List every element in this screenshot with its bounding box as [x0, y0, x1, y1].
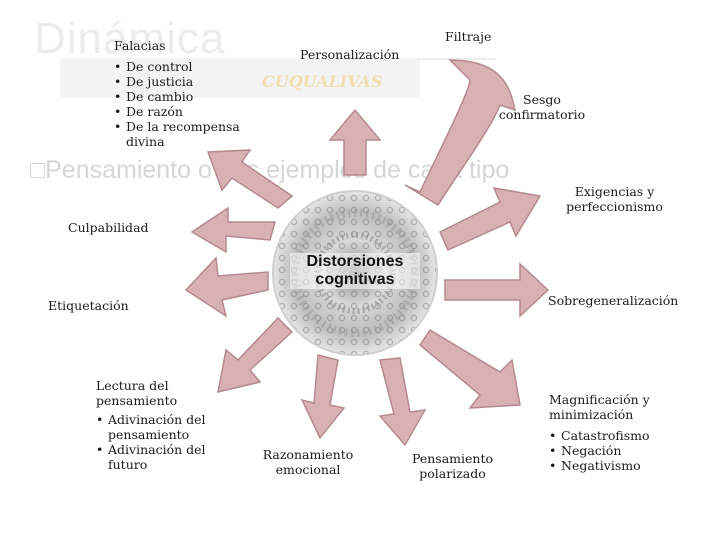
- node-filtraje: Filtraje: [445, 29, 492, 44]
- arrow-right-up: [439, 187, 542, 251]
- node-falacias: Falacias De control De justicia De cambi…: [114, 38, 246, 149]
- falacias-item: De la recompensa divina: [114, 119, 246, 149]
- magnificacion-title: Magnificación y minimización: [549, 392, 650, 422]
- arrow-left-up: [190, 206, 276, 254]
- node-etiquetacion: Etiquetación: [48, 298, 129, 313]
- node-personalizacion: Personalización: [300, 47, 400, 62]
- node-polarizado: Pensamiento polarizado: [411, 451, 493, 481]
- arrow-down-right: [378, 357, 427, 447]
- falacias-item: De justicia: [114, 74, 246, 89]
- node-lectura: Lectura del pensamiento Adivinación del …: [96, 378, 226, 472]
- lectura-list: Adivinación del pensamiento Adivinación …: [96, 412, 226, 472]
- node-razonamiento: Razonamiento emocional: [262, 447, 354, 477]
- arrow-down-left: [217, 316, 294, 393]
- arrow-up: [328, 108, 382, 176]
- magnificacion-item: Negación: [549, 443, 679, 458]
- falacias-title: Falacias: [114, 38, 166, 53]
- node-sobregeneralizacion: Sobregeneralización: [548, 293, 679, 308]
- arrow-left: [184, 256, 269, 318]
- arrow-upper-right: [404, 59, 516, 207]
- node-exigencias: Exigencias y perfeccionismo: [566, 184, 663, 214]
- falacias-item: De razón: [114, 104, 246, 119]
- falacias-item: De control: [114, 59, 246, 74]
- lectura-title: Lectura del pensamiento: [96, 378, 178, 408]
- arrow-down: [300, 354, 346, 440]
- arrow-right: [444, 262, 550, 318]
- node-magnificacion: Magnificación y minimización Catastrofis…: [549, 392, 679, 473]
- center-title: Distorsiones cognitivas: [290, 253, 420, 289]
- arrow-upper-left: [206, 149, 294, 209]
- magnificacion-list: Catastrofismo Negación Negativismo: [549, 428, 679, 473]
- falacias-item: De cambio: [114, 89, 246, 104]
- lectura-item: Adivinación del pensamiento: [96, 412, 226, 442]
- background-banner-text: CUQUALIVAS: [262, 72, 383, 91]
- magnificacion-item: Catastrofismo: [549, 428, 679, 443]
- arrow-lower-right: [419, 328, 521, 409]
- node-sesgo: Sesgo confirmatorio: [498, 92, 586, 122]
- lectura-item: Adivinación del futuro: [96, 442, 226, 472]
- falacias-list: De control De justicia De cambio De razó…: [114, 59, 246, 149]
- background-title: Dinámica: [34, 14, 226, 63]
- node-culpabilidad: Culpabilidad: [68, 220, 149, 235]
- magnificacion-item: Negativismo: [549, 458, 679, 473]
